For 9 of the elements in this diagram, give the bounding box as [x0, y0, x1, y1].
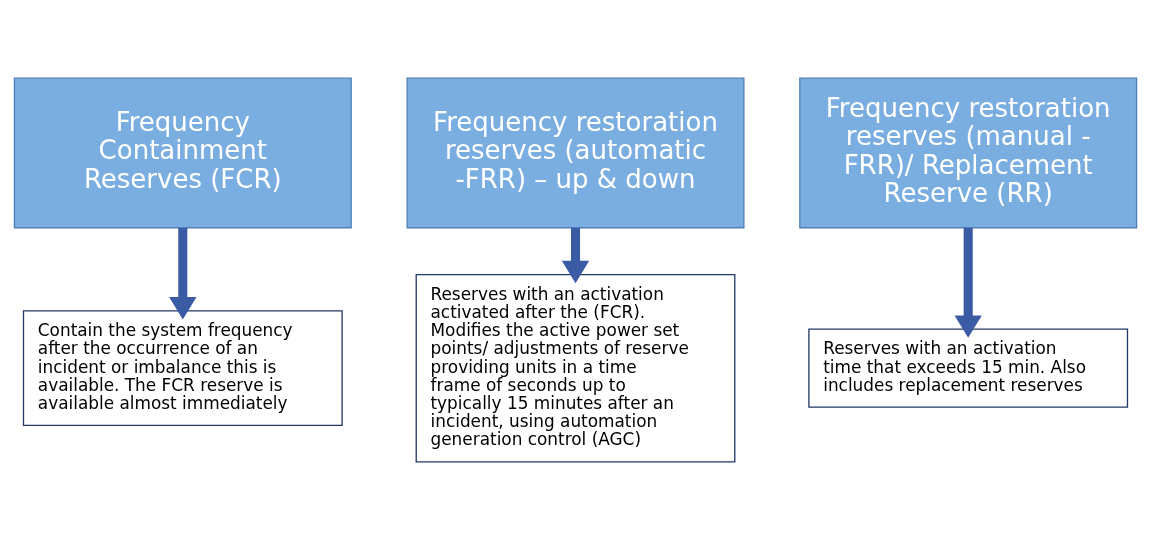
- node-box: Frequency restoration reserves (automatic -FRR) – up & down: [406, 77, 745, 229]
- node-box: Frequency restoration reserves (manual - FRR)/ Replacement Reserve (RR): [799, 77, 1138, 229]
- arrow: [169, 228, 197, 320]
- arrow: [954, 228, 982, 338]
- node-box: Frequency Containment Reserves (FCR): [13, 77, 352, 229]
- node-box: Contain the system frequency after the occurrence of an incident or imbalance this is available. The FCR reserve is available almost immediately: [22, 310, 343, 427]
- arrow: [561, 228, 590, 284]
- node-box: Reserves with an activation activated after the (FCR). Modifies the active power set points/ adjustments of reserve providing units in a time frame of seconds up to typically 15 minutes after an incident, using automation generation control (AGC): [415, 273, 736, 463]
- node-box: Reserves with an activation time that exceeds 15 min. Also includes replacement reserves: [808, 328, 1129, 408]
